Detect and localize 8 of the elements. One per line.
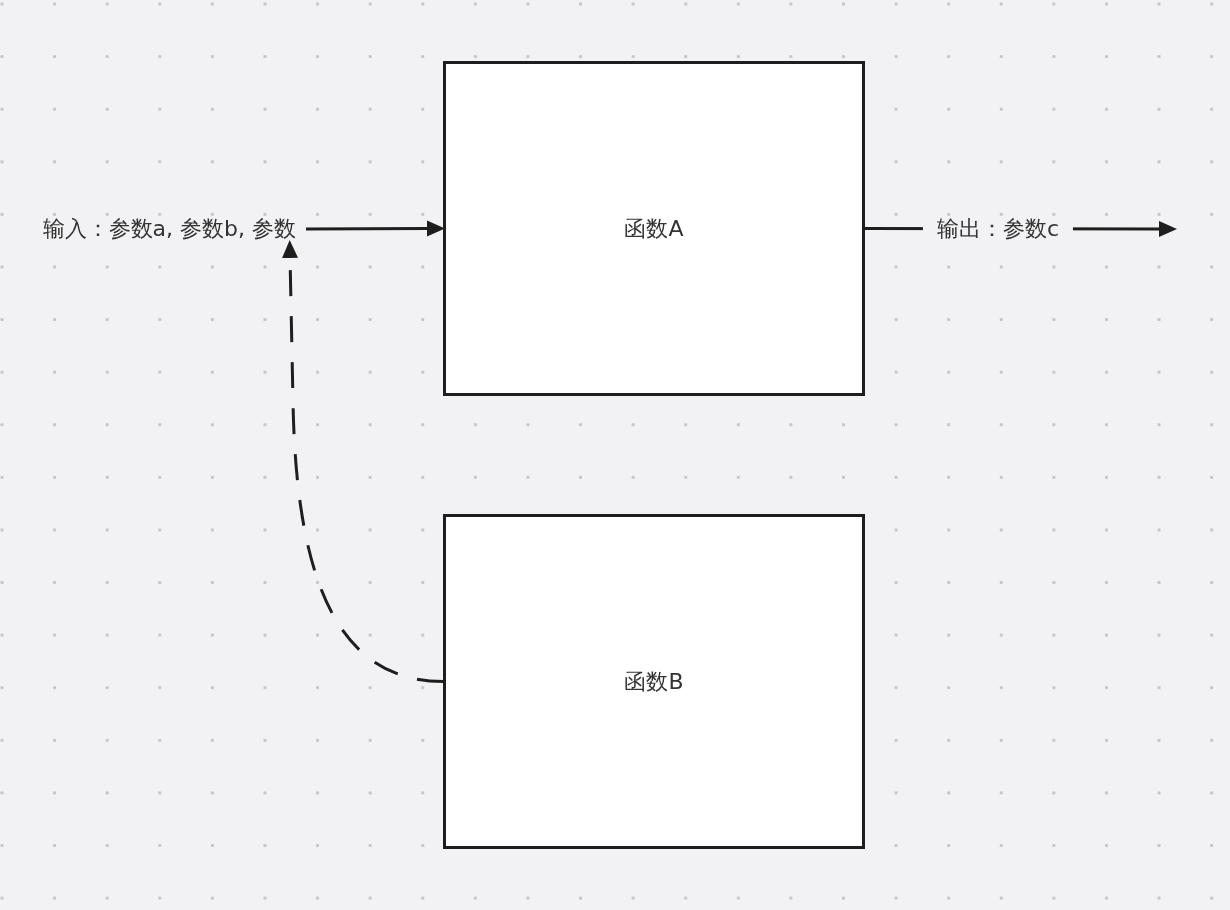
- process-box: [443, 61, 865, 396]
- process-box: [443, 514, 865, 849]
- function-name: 函数A: [624, 215, 684, 242]
- arrow: [282, 240, 444, 683]
- edge-label: 输出：参数c: [922, 216, 1074, 242]
- function-name: 函数B: [624, 668, 684, 695]
- arrow: [306, 220, 445, 237]
- input-label: 输入：参数a, 参数b, 参数: [42, 216, 296, 242]
